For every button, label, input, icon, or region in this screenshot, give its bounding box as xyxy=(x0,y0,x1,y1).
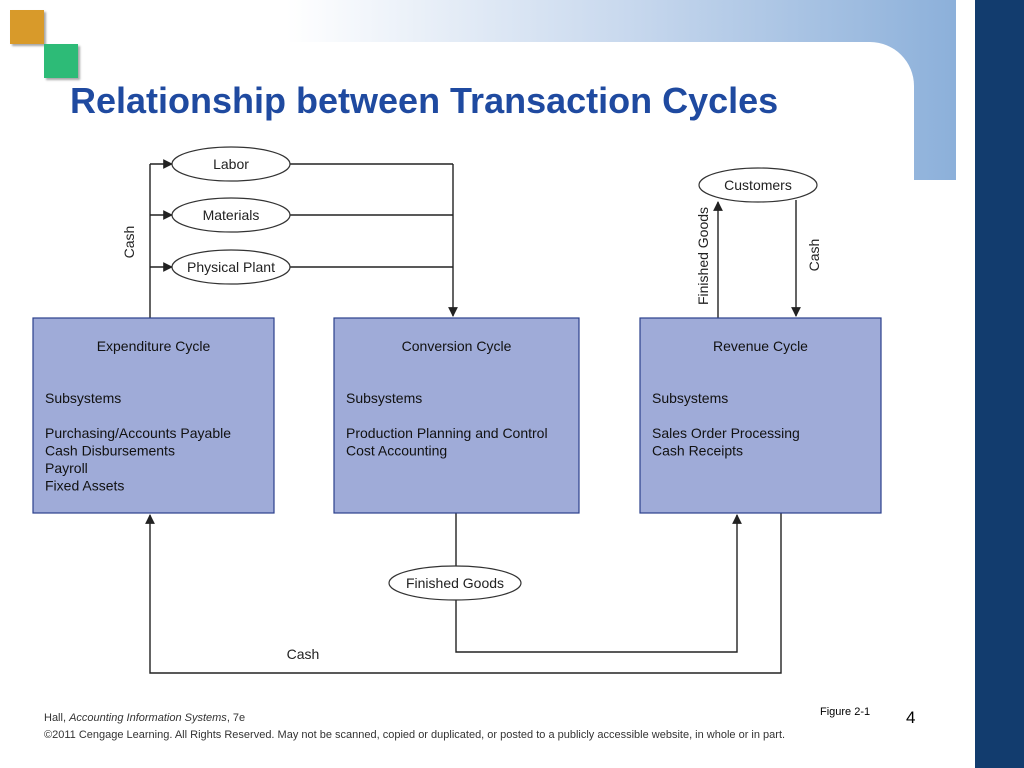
conversion-cycle-box xyxy=(333,317,580,514)
revenue-cycle-title: Revenue Cycle xyxy=(713,338,808,354)
revenue-cycle-subsystem-item: Cash Receipts xyxy=(652,443,743,459)
customers-oval xyxy=(698,167,818,203)
conversion-cycle-subsystem-item: Cost Accounting xyxy=(346,443,447,459)
figure-label: Figure 2-1 xyxy=(820,706,871,718)
expenditure-cycle-subsystem-item: Purchasing/Accounts Payable xyxy=(45,425,231,441)
finished-goods-vertical-label: Finished Goods xyxy=(695,207,711,305)
finished-goods-to-revenue xyxy=(455,514,742,653)
cash-bottom-label: Cash xyxy=(287,646,320,662)
labor-oval xyxy=(171,146,291,182)
cash-left-label: Cash xyxy=(121,226,137,259)
conversion-cycle-subtitle: Subsystems xyxy=(346,390,422,406)
revenue-cycle-subtitle: Subsystems xyxy=(652,390,728,406)
physical-plant-label: Physical Plant xyxy=(187,259,275,275)
revenue-cycle-subsystem-item: Sales Order Processing xyxy=(652,425,800,441)
footer-book-title: Accounting Information Systems xyxy=(69,712,227,724)
conversion-cycle-title: Conversion Cycle xyxy=(402,338,512,354)
footer-edition: , 7e xyxy=(226,712,246,724)
finished-goods-oval-label: Finished Goods xyxy=(406,575,504,591)
materials-label: Materials xyxy=(203,207,260,223)
expenditure-cycle-title: Expenditure Cycle xyxy=(97,338,211,354)
revenue-cycle-box xyxy=(639,317,882,514)
expenditure-cycle-subsystem-item: Payroll xyxy=(45,460,88,476)
expenditure-cycle-subsystem-item: Fixed Assets xyxy=(45,478,124,494)
footer-citation: Hall, Accounting Information Systems, 7e xyxy=(44,712,245,724)
expenditure-cycle-subsystem-item: Cash Disbursements xyxy=(45,443,175,459)
footer-author: Hall, xyxy=(44,712,70,724)
customers-label: Customers xyxy=(724,177,792,193)
cash-revenue-to-expenditure xyxy=(145,513,782,674)
materials-oval xyxy=(171,197,291,233)
footer-copyright: ©2011 Cengage Learning. All Rights Reser… xyxy=(44,729,786,741)
expenditure-cycle-box xyxy=(32,317,275,514)
conversion-cycle-subsystem-item: Production Planning and Control xyxy=(346,425,548,441)
expenditure-cycle-subtitle: Subsystems xyxy=(45,390,121,406)
page-number: 4 xyxy=(906,708,916,727)
physical-plant-oval xyxy=(171,249,291,285)
right-accent-bar xyxy=(975,0,1024,768)
labor-label: Labor xyxy=(213,156,249,172)
green-square-decoration xyxy=(44,44,78,78)
orange-square-decoration xyxy=(10,10,44,44)
slide-title: Relationship between Transaction Cycles xyxy=(70,80,779,121)
finished-goods-oval xyxy=(388,565,522,601)
cash-right-label: Cash xyxy=(806,239,822,272)
